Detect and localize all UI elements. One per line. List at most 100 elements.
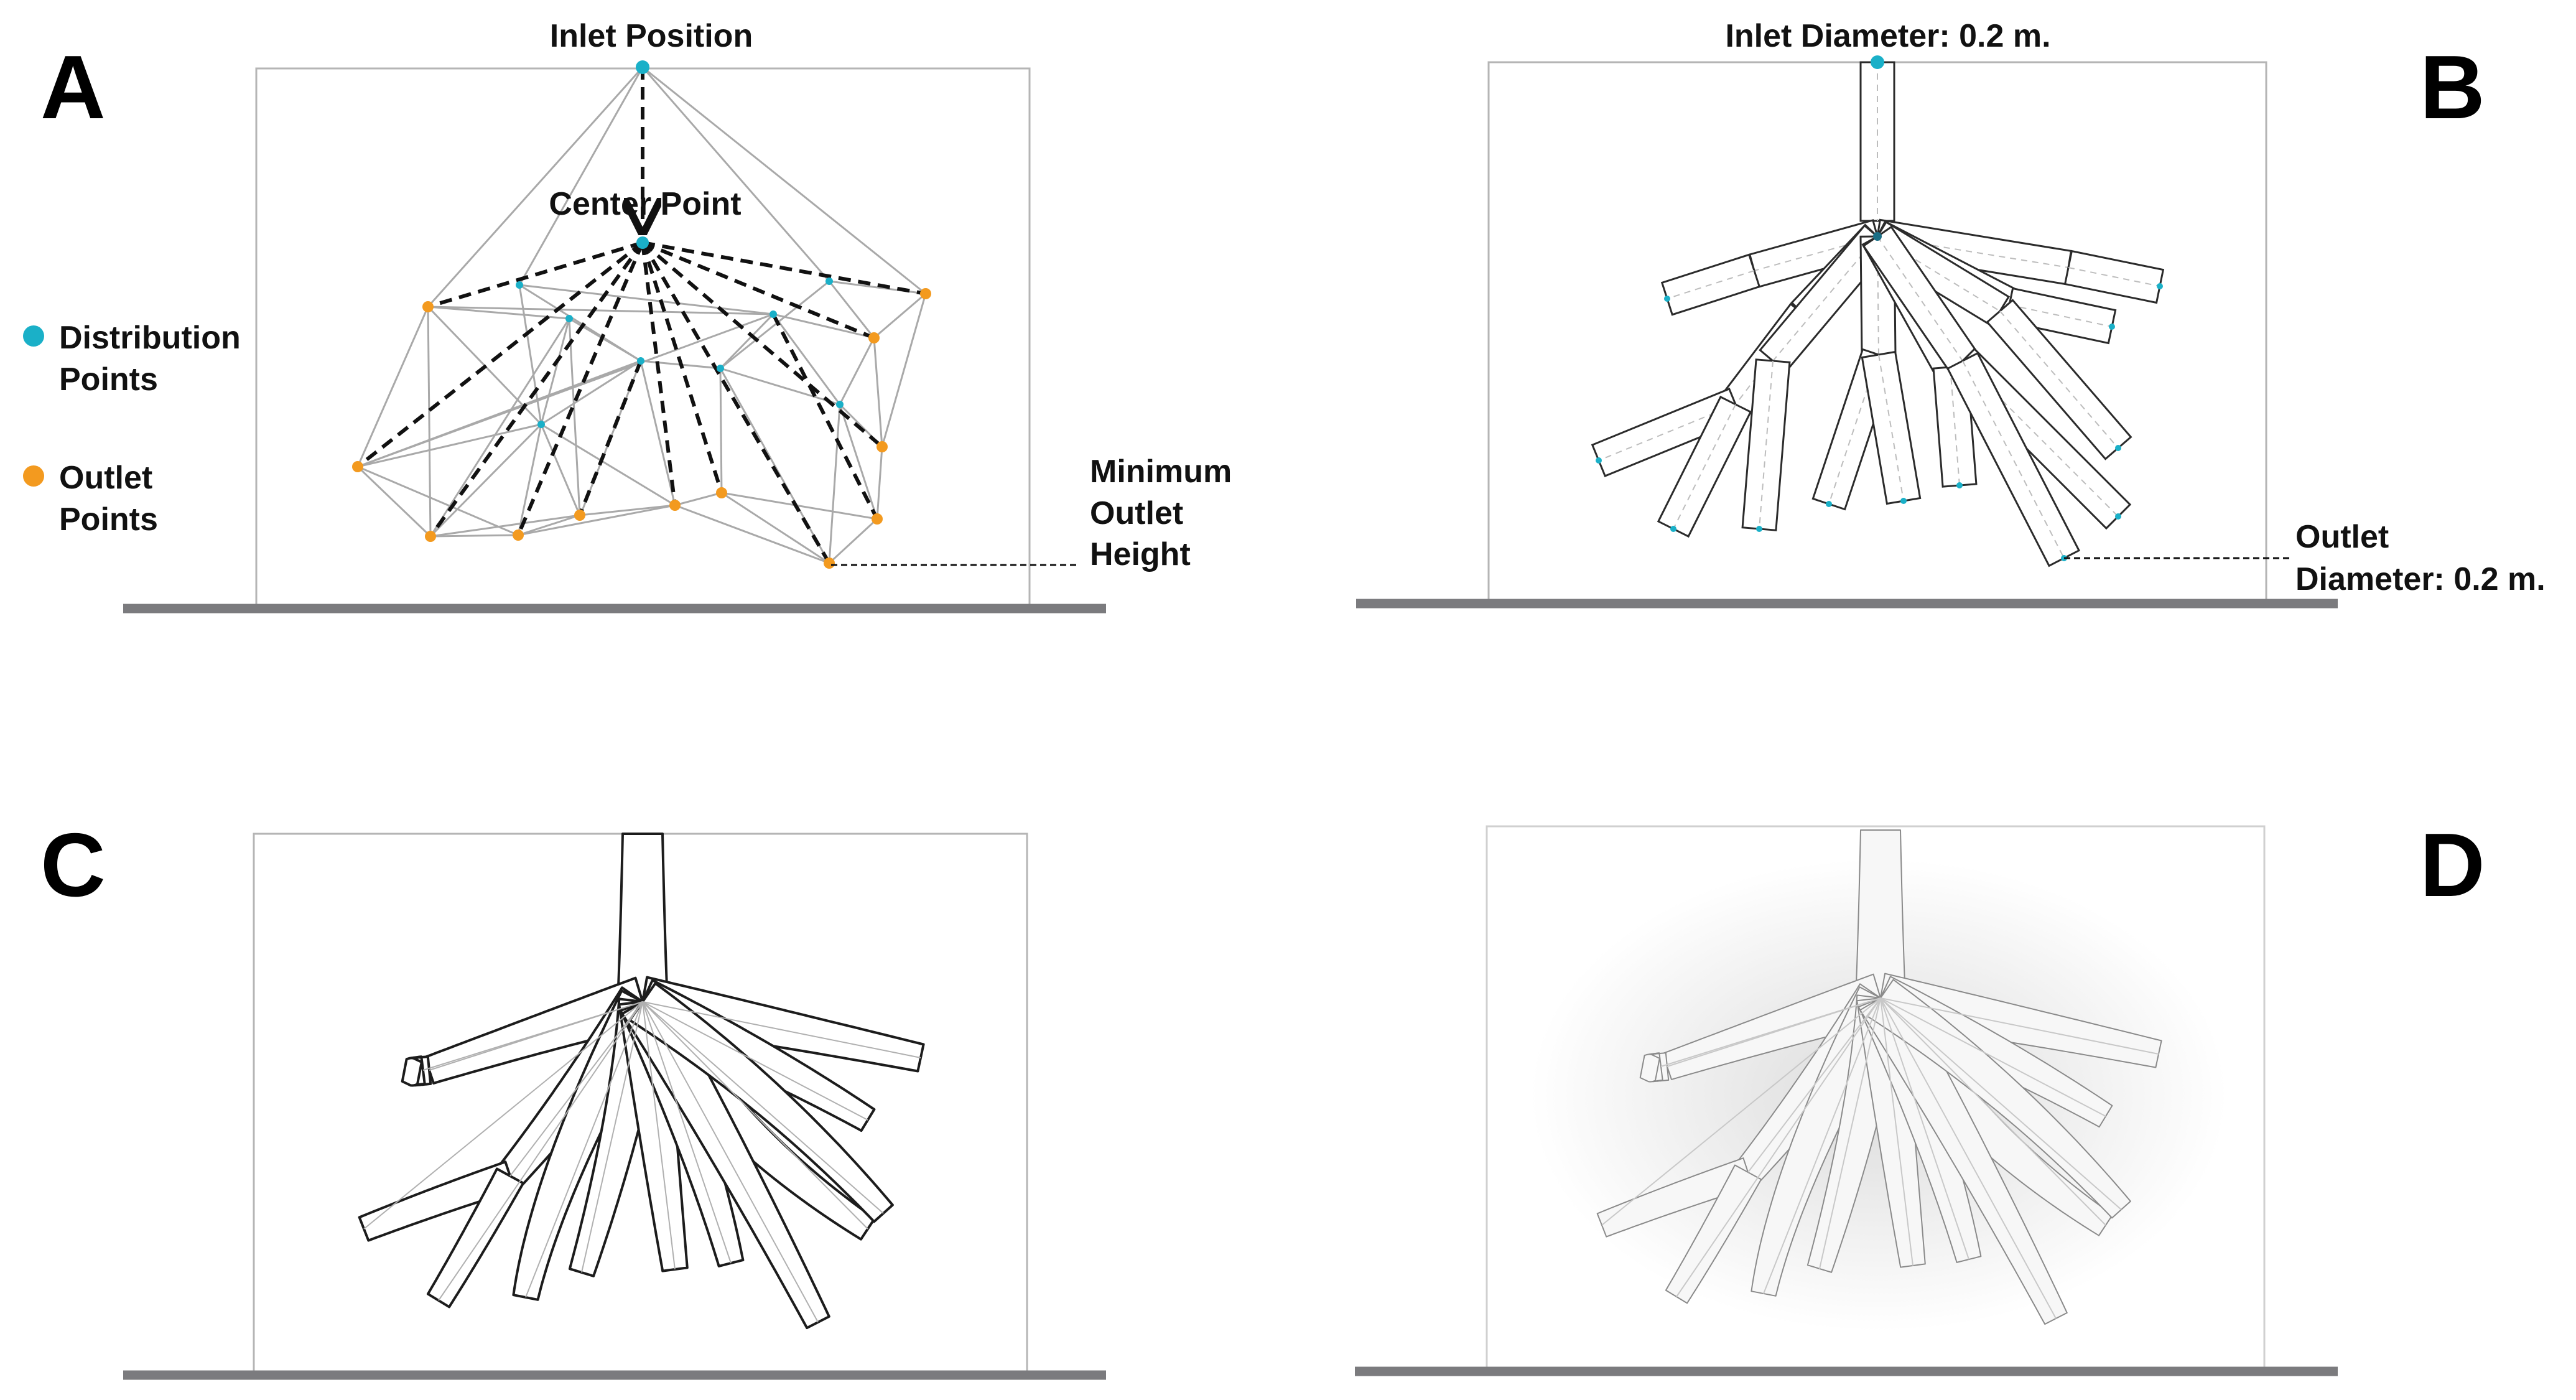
- panel-b-letter: B: [2420, 37, 2485, 138]
- guide-line: [642, 1001, 819, 1323]
- guide-line: [1880, 997, 2159, 1055]
- branch: [426, 1167, 525, 1309]
- pipe-axis: [1877, 236, 1963, 362]
- center-point: [636, 236, 649, 249]
- dashed-path: [642, 241, 926, 296]
- panel-c: C: [40, 814, 1106, 1380]
- legend-distribution-dot: [23, 325, 44, 347]
- legend-outlet-dot: [23, 465, 44, 487]
- guide-line: [642, 1001, 868, 1121]
- panel-a-mesh: [356, 66, 927, 564]
- mesh-edge: [518, 504, 676, 536]
- mesh-edge: [356, 465, 432, 538]
- distribution-point: [565, 315, 573, 322]
- dashed-path: [641, 241, 831, 564]
- pipe-end-point: [2115, 445, 2121, 451]
- mesh-edge: [719, 368, 830, 564]
- mesh-edge: [828, 281, 875, 338]
- panel-c-smoothed-tree: [358, 833, 925, 1330]
- mesh-edge: [719, 313, 774, 370]
- guide-line: [581, 1001, 643, 1273]
- branch: [1596, 1157, 1754, 1238]
- mesh-edge: [721, 492, 878, 520]
- panel-a-dashed-paths: [356, 241, 926, 564]
- panel-a-letter: A: [40, 37, 106, 138]
- guide-line: [1880, 997, 1913, 1266]
- outlet-point: [872, 513, 883, 525]
- mesh-edge: [357, 313, 774, 468]
- panel-a-outlet-points: [352, 288, 931, 569]
- pipe-end-point: [2115, 513, 2121, 520]
- pipe-axis: [1962, 360, 2065, 559]
- outlet-point: [920, 288, 931, 299]
- mesh-edge: [518, 67, 644, 286]
- guide-line: [642, 1001, 921, 1058]
- mesh-edge: [773, 313, 875, 339]
- branch: [401, 1055, 432, 1087]
- distribution-point: [537, 421, 545, 428]
- guide-line: [509, 1001, 643, 1177]
- guide-line: [1880, 997, 2057, 1319]
- pipe-end-point: [2157, 283, 2163, 289]
- pipe: [1861, 350, 1922, 505]
- mesh-edge: [639, 360, 676, 506]
- guide-line: [438, 1001, 643, 1301]
- outlet-point: [513, 530, 524, 541]
- mesh-edge: [517, 424, 542, 536]
- panel-a: A Inlet Position Center Point Distributi…: [23, 18, 1232, 614]
- dashed-path: [641, 242, 723, 493]
- panel-b: B Inlet Diameter: 0.2 m. Outlet Diameter…: [1356, 18, 2546, 609]
- mesh-edge: [642, 66, 926, 295]
- mesh-edge: [772, 314, 841, 405]
- guide-line: [422, 1001, 643, 1071]
- trunk: [1855, 829, 1906, 999]
- legend-distribution-line1: Distribution: [59, 320, 241, 356]
- dashed-path: [771, 313, 879, 520]
- guide-line: [1660, 997, 1881, 1067]
- guide-line: [1819, 997, 1881, 1269]
- legend-outlet-line1: Outlet: [59, 460, 152, 496]
- branch: [358, 1160, 516, 1242]
- branch: [628, 982, 894, 1223]
- mesh-edge: [430, 514, 580, 538]
- pipe-axis: [1878, 354, 1904, 502]
- mesh-edge: [540, 424, 581, 516]
- min-height-line2: Outlet: [1090, 495, 1183, 531]
- guide-line: [642, 1001, 732, 1264]
- pipe-axis: [2068, 267, 2160, 287]
- panel-b-pipes: [1591, 61, 2165, 567]
- outlet-point: [422, 301, 434, 312]
- inlet-point: [636, 60, 649, 74]
- guide-line: [363, 1001, 643, 1230]
- dashed-path: [641, 241, 875, 340]
- pipe-end-point: [1664, 296, 1670, 302]
- pipe-axis: [1950, 366, 1960, 486]
- distribution-point: [516, 281, 523, 289]
- guide-line: [525, 1001, 643, 1298]
- guide-line: [1880, 997, 2106, 1117]
- panel-b-center-point: [1873, 232, 1882, 241]
- mesh-edge: [674, 492, 722, 506]
- mesh-edge: [828, 518, 878, 564]
- panel-d-mesh-tree: [1596, 829, 2162, 1325]
- dashed-path: [516, 241, 644, 536]
- outlet-point: [669, 500, 681, 511]
- pipe-axis: [1759, 360, 1774, 530]
- outlet-point: [352, 461, 363, 472]
- guide-line: [642, 1001, 676, 1270]
- mesh-edge: [427, 306, 774, 315]
- inlet-position-label: Inlet Position: [550, 18, 753, 54]
- dashed-path: [429, 241, 644, 538]
- mesh-edge: [357, 423, 542, 468]
- pipe-end-point: [1956, 482, 1963, 488]
- pipe-end-point: [1670, 526, 1676, 532]
- legend-outlet-line2: Points: [59, 502, 158, 538]
- guide-line: [1676, 997, 1881, 1297]
- mesh-edge: [881, 293, 927, 447]
- mesh-edge: [518, 514, 580, 536]
- mesh-edge: [541, 360, 641, 426]
- panel-d-letter: D: [2420, 814, 2485, 915]
- outlet-point: [824, 558, 835, 569]
- guide-line: [1880, 997, 2122, 1210]
